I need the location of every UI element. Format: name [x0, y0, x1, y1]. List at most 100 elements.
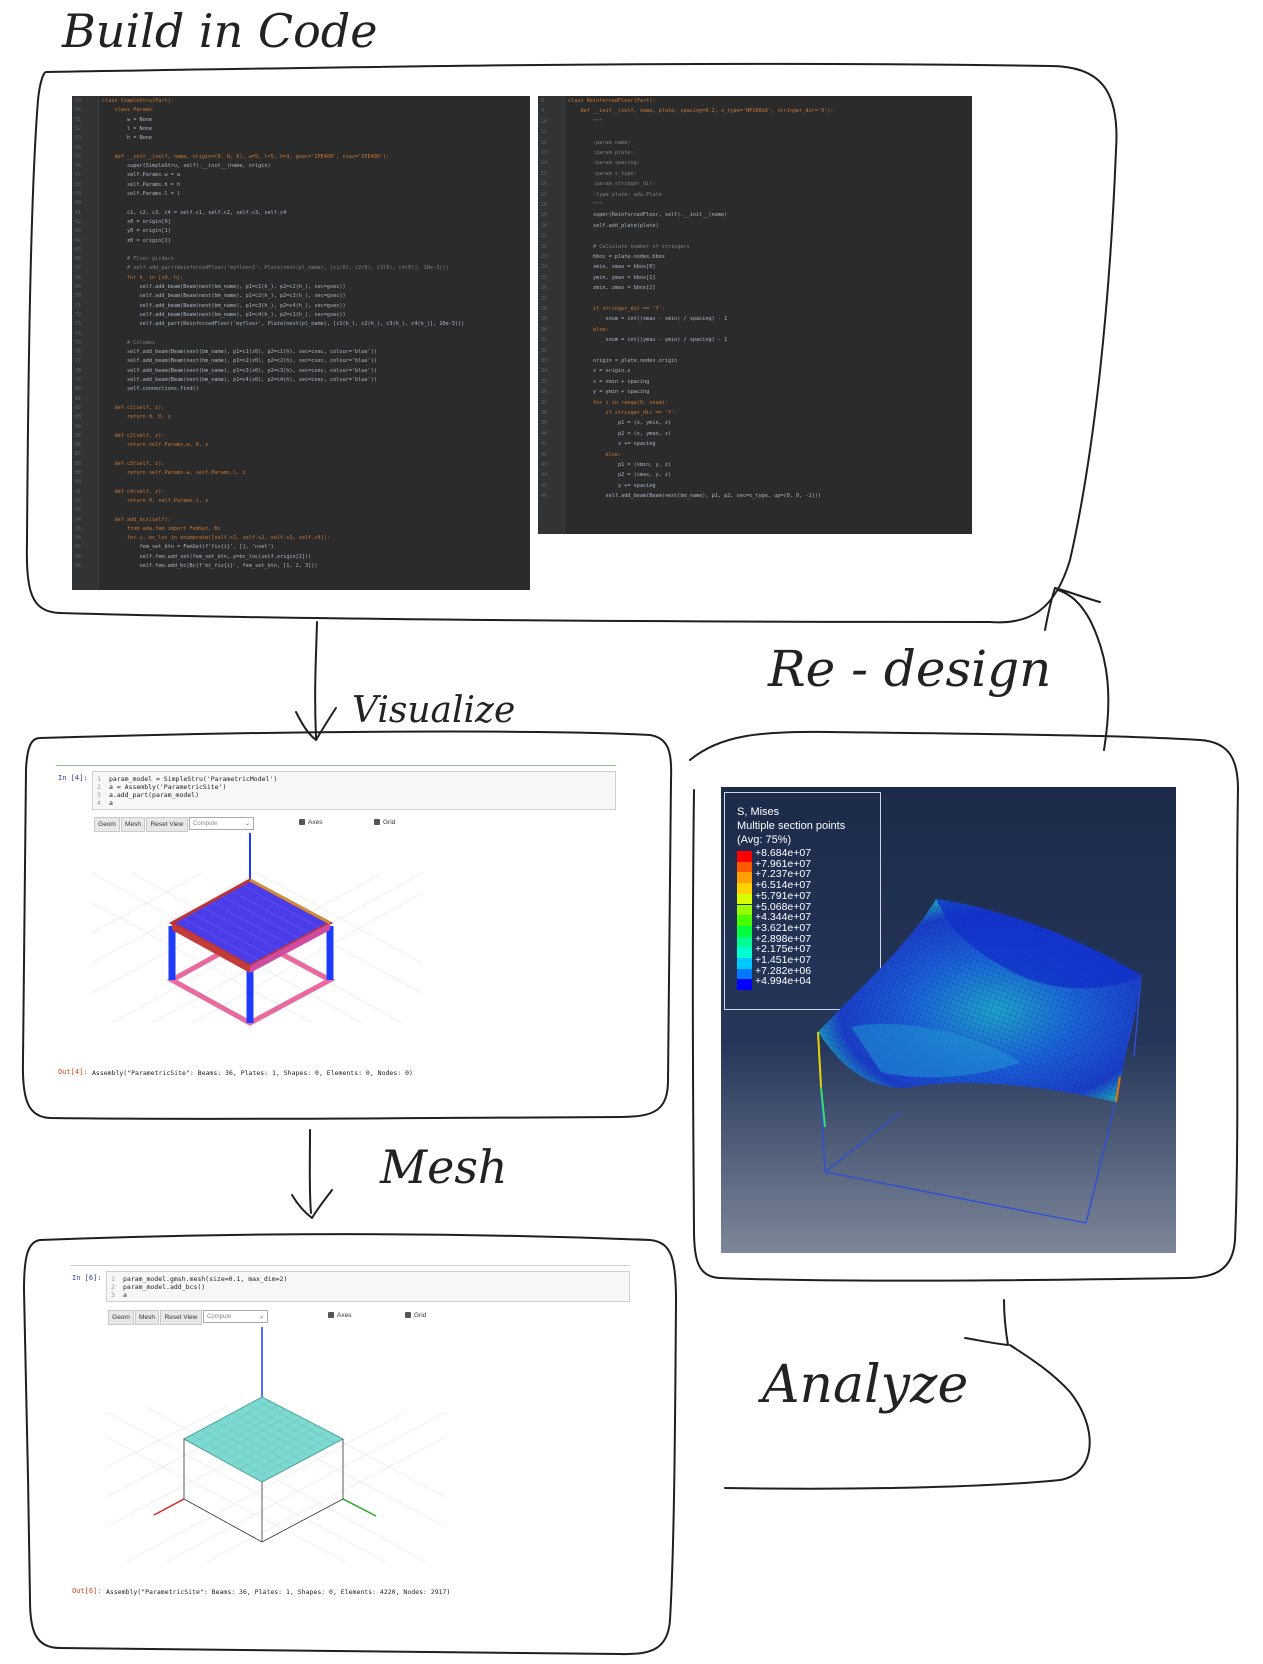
line-number: 77 [75, 358, 82, 365]
axes-checkbox[interactable]: Axes [299, 819, 322, 826]
3d-viewer-structure[interactable] [92, 833, 422, 1033]
line-number: 42 [541, 451, 548, 458]
mesh-frame [23, 1233, 677, 1656]
mesh-button[interactable]: Mesh [121, 817, 145, 832]
line-number: 67 [75, 265, 82, 272]
legend-value: +7.237e+07 [755, 868, 812, 881]
code-line: class Params: [102, 107, 156, 114]
x-axis [153, 1498, 185, 1516]
arrow-redesign [1044, 587, 1110, 751]
geom-button[interactable]: Geom [108, 1310, 134, 1325]
axes-checkbox-label: Axes [337, 1312, 352, 1319]
arrow-analyze [724, 1299, 1091, 1490]
3d-viewer-mesh[interactable] [106, 1327, 446, 1567]
compute-dropdown[interactable]: Compute ⌄ [203, 1310, 268, 1323]
cell-top-border [70, 1265, 630, 1266]
code-line: y += spacing [568, 482, 656, 489]
legend-swatch [737, 861, 752, 873]
code-text: param_model = SimpleStru('ParametricMode… [109, 775, 278, 783]
line-number: 34 [541, 368, 548, 375]
line-number: 50 [75, 107, 82, 114]
line-number: 90 [75, 479, 82, 486]
label-analyze: Analyze [762, 1355, 969, 1415]
reset-view-button[interactable]: Reset View [160, 1310, 202, 1325]
out-prompt: Out[6]: [72, 1587, 102, 1595]
axes-checkbox[interactable]: Axes [328, 1312, 351, 1319]
code-line: self.connections.find() [102, 386, 199, 393]
line-number: 74 [75, 330, 82, 337]
reset-view-button[interactable]: Reset View [146, 817, 188, 832]
line-number: 31 [541, 337, 548, 344]
line-number: 19 [75, 98, 82, 104]
code-line: self.Params.l = l [102, 191, 181, 197]
code-line: :param stringer_dir: [568, 181, 656, 188]
line-number: 97 [75, 544, 82, 551]
code-line: def __init__(self, name, origin=(0, 0, 0… [102, 153, 390, 160]
geom-button[interactable]: Geom [94, 817, 120, 832]
check-icon [374, 819, 380, 826]
code-line: self.add_beam(Beam(next(bm_name), p1=c3(… [102, 302, 346, 309]
code-line: return 0, 0, z [102, 414, 171, 421]
code-line: snum = int((ymax - ymin) / spacing) - 1 [568, 337, 728, 344]
line-number: 33 [541, 358, 548, 364]
line-number: 26 [541, 285, 548, 292]
line-number: 68 [75, 274, 82, 281]
grid-checkbox[interactable]: Grid [405, 1312, 426, 1319]
line-number: 79 [75, 377, 82, 383]
line-number: 52 [75, 125, 82, 132]
code-line: if stringer_dir == 'Y': [568, 306, 665, 312]
legend-box: S, Mises Multiple section points (Avg: 7… [724, 792, 881, 1010]
code-line: self.add_beam(Beam(next(bm_name), p1=c1(… [102, 349, 377, 356]
legend-value: +1.451e+07 [755, 954, 812, 966]
legend-swatch [737, 968, 752, 980]
mid-stress-band [851, 1023, 1021, 1078]
mesh-button[interactable]: Mesh [135, 1310, 159, 1325]
code-line: return 0, self.Params.l, z [102, 497, 209, 504]
line-number: 21 [541, 233, 548, 240]
line-number: 89 [75, 470, 82, 476]
fea-result-view: S, Mises Multiple section points (Avg: 7… [721, 787, 1176, 1253]
code-line: l = None [102, 125, 152, 132]
line-number: 11 [541, 129, 548, 136]
line-number: 9 [541, 108, 545, 115]
code-line: class SimpleStru(Part): [102, 98, 174, 104]
legend-swatch [737, 925, 752, 937]
code-line: self.add_beam(Beam(next(bm_name), p1=c2(… [102, 293, 346, 300]
code-line: return self.Params.w, 0, z [102, 442, 209, 449]
meshed-plate [182, 1396, 345, 1483]
code-line: y0 = origin[1] [102, 228, 171, 235]
compute-dropdown[interactable]: Compute ⌄ [189, 817, 254, 830]
code-line: xmin, xmax = bbox[0] [568, 264, 656, 271]
code-input-area[interactable]: 1 param_model = SimpleStru('ParametricMod… [92, 771, 616, 810]
legend-value: +6.514e+07 [755, 879, 812, 892]
grid-checkbox[interactable]: Grid [374, 819, 395, 826]
line-number: 8 [541, 98, 545, 104]
line-number: 16 [541, 181, 548, 188]
line-number: 36 [541, 389, 548, 396]
label-mesh: Mesh [380, 1140, 508, 1194]
code-line: from ada.fem import FemSet, Bc [102, 525, 221, 532]
line-number: 2 [111, 1283, 115, 1291]
line-number: 17 [541, 191, 548, 198]
code-line: def c2(self, z): [102, 432, 165, 439]
line-number-gutter [72, 96, 99, 590]
code-line: def c4(self, z): [102, 488, 165, 495]
line-number: 60 [75, 200, 82, 207]
dropdown-value: Compute [193, 821, 218, 827]
in-prompt: In [4]: [58, 774, 88, 782]
legend-swatch [737, 958, 752, 969]
line-number: 66 [75, 256, 82, 263]
code-line: h = None [102, 135, 152, 142]
code-line: self.fem.add_bc(Bc(f'bc_fix{i}', fem_set… [102, 563, 318, 569]
legend-title-line-2: Multiple section points [737, 820, 846, 832]
line-number: 1 [97, 775, 101, 783]
legend-swatch [737, 979, 752, 991]
code-line: :type plate: ada.Plate [568, 191, 662, 198]
line-number: 1 [111, 1275, 115, 1283]
dropdown-value: Compute [207, 1314, 232, 1320]
code-line: :param spacing: [568, 160, 640, 167]
